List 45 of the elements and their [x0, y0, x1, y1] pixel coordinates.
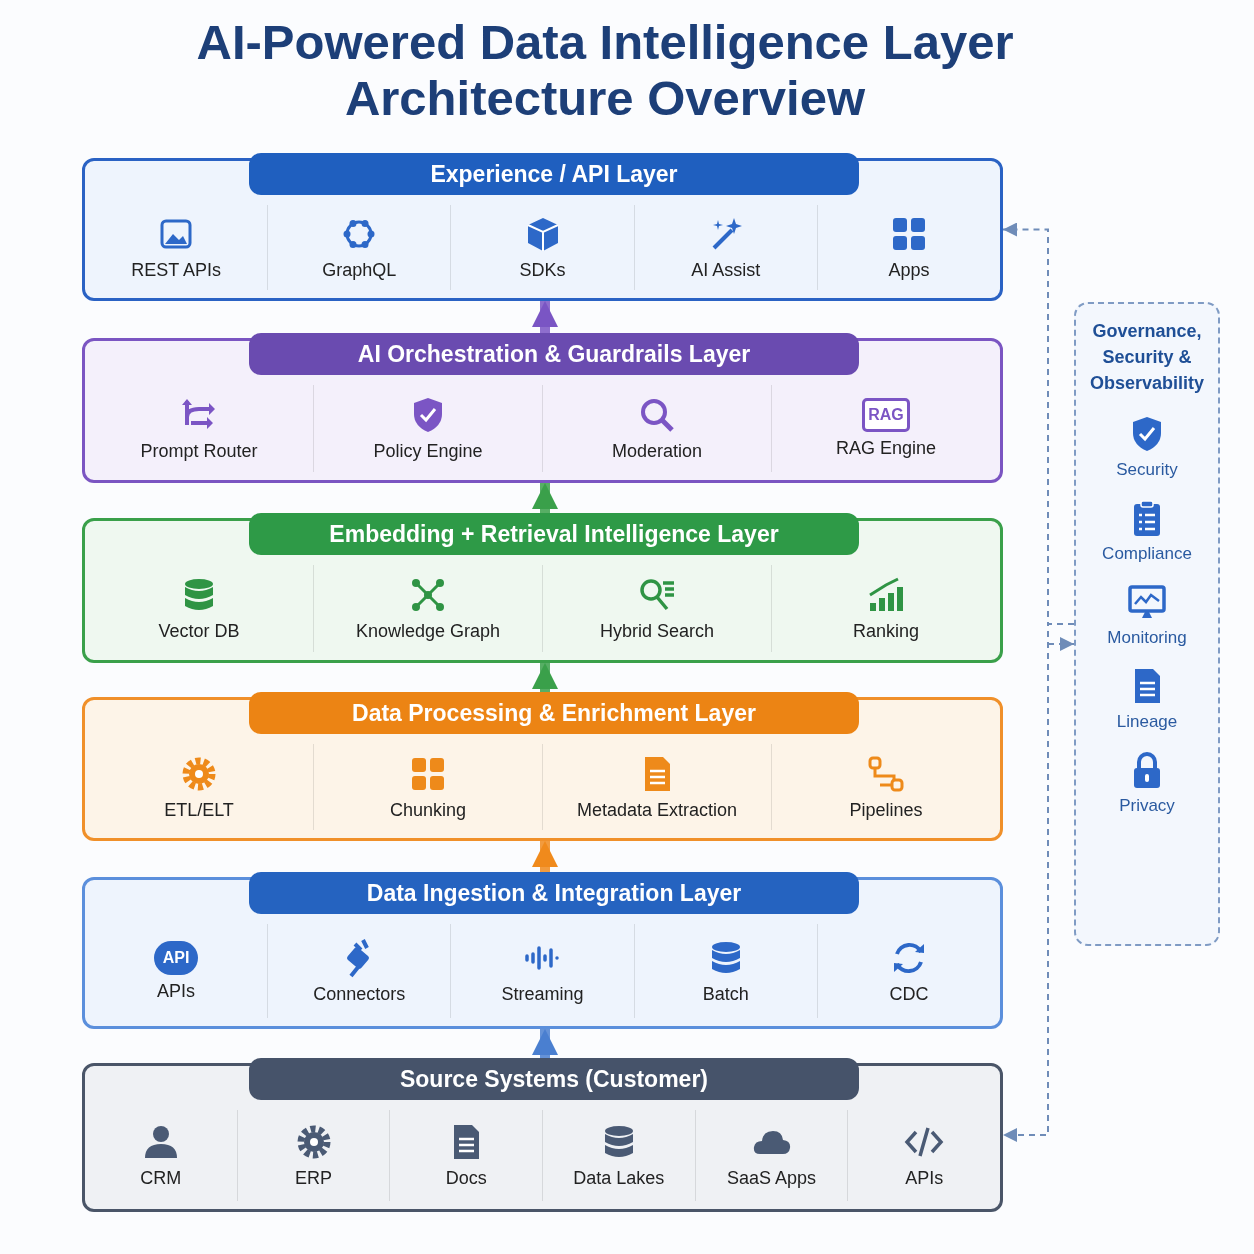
item-label: ETL/ELT	[164, 799, 234, 821]
item-label: REST APIs	[131, 260, 221, 281]
item-label: Compliance	[1102, 544, 1192, 564]
item-label: Lineage	[1116, 712, 1178, 732]
dashed-connector	[1047, 637, 1075, 651]
item-label: Docs	[445, 1168, 487, 1189]
item-label: Streaming	[501, 983, 584, 1005]
item-label: Pipelines	[849, 799, 923, 821]
item-label: Connectors	[313, 983, 406, 1005]
item-label: ERP	[295, 1168, 332, 1189]
item-label: Chunking	[389, 799, 467, 821]
layer-title-bar: Data Processing & Enrichment Layer	[249, 692, 859, 734]
item-label: Knowledge Graph	[355, 621, 501, 642]
item-label: Metadata Extraction	[576, 799, 738, 821]
item-label: Policy Engine	[373, 441, 483, 462]
item-label: Data Lakes	[573, 1168, 665, 1189]
item-label: Prompt Router	[140, 441, 258, 462]
layer-title-bar: Source Systems (Customer)	[249, 1058, 859, 1100]
item-label: SDKs	[519, 260, 566, 281]
rag-badge: RAG	[862, 398, 910, 432]
item-label: SaaS Apps	[727, 1168, 817, 1189]
item-label: Moderation	[611, 441, 703, 462]
layer-title-bar: AI Orchestration & Guardrails Layer	[249, 333, 859, 375]
item-label: Privacy	[1119, 796, 1175, 816]
item-label: Apps	[888, 260, 930, 281]
item-label: APIs	[905, 1168, 944, 1189]
panel-title: Governance, Security & Observability	[1088, 320, 1205, 395]
diagram-title: AI-Powered Data Intelligence Layer Architecture Overview	[195, 14, 1015, 126]
item-label: Monitoring	[1107, 628, 1187, 648]
governance-panel	[1074, 302, 1220, 946]
item-label: Ranking	[852, 621, 919, 642]
api-cloud-badge: API	[153, 940, 199, 975]
item-label: Vector DB	[158, 621, 240, 642]
layer-title-bar: Data Ingestion & Integration Layer	[249, 872, 859, 914]
item-label: AI Assist	[691, 260, 761, 281]
item-label: CRM	[140, 1168, 182, 1189]
layer-title-bar: Experience / API Layer	[249, 153, 859, 195]
item-label: CDC	[889, 983, 929, 1005]
item-label: Hybrid Search	[599, 621, 714, 642]
item-label: APIs	[157, 980, 196, 1002]
item-label: Batch	[702, 983, 749, 1005]
layer-title-bar: Embedding + Retrieval Intelligence Layer	[249, 513, 859, 555]
item-label: GraphQL	[322, 260, 397, 281]
item-label: RAG Engine	[835, 438, 937, 459]
item-label: Security	[1116, 460, 1178, 480]
